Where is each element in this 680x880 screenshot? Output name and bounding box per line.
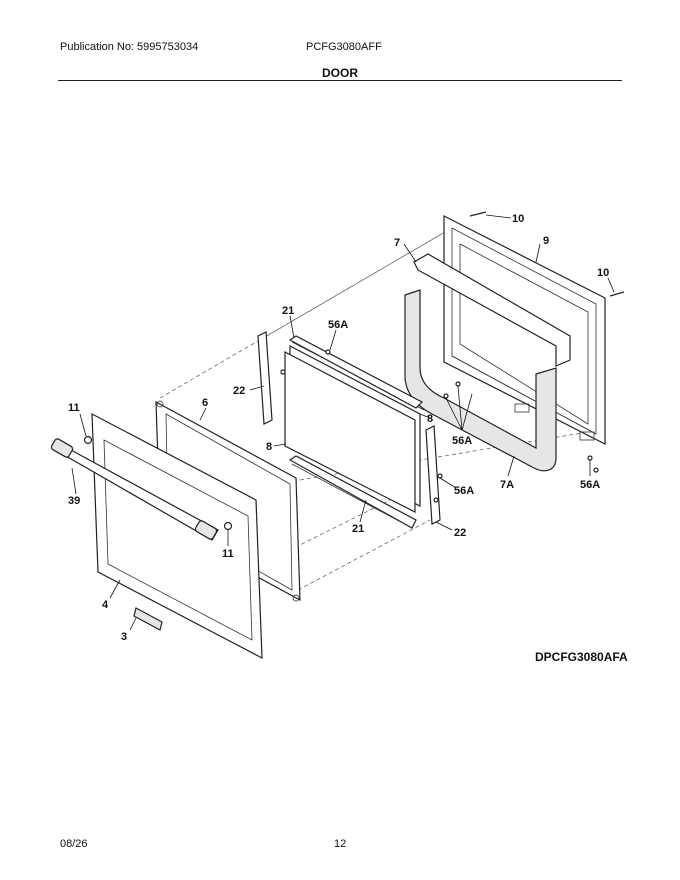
diagram-code: DPCFG3080AFA [535,650,628,664]
callout-21: 21 [282,305,294,317]
callout-4: 4 [102,599,109,611]
callout-labels: 10 9 7 10 21 56A 22 8 8 56A 11 6 7A 56A … [68,213,609,643]
page-number: 12 [334,838,347,850]
callout-7: 7 [394,237,400,249]
callout-3: 3 [121,631,127,643]
nameplate [133,607,163,631]
callout-11: 11 [68,402,80,414]
callout-11: 11 [222,548,234,560]
bottom-channel [288,455,417,529]
publication-number: Publication No: 5995753034 [60,41,199,53]
callout-22: 22 [454,527,466,539]
callout-leaders [71,214,615,631]
callout-8: 8 [427,413,433,425]
callout-56a: 56A [328,319,348,331]
callout-56a: 56A [454,485,474,497]
header-rule [58,80,622,81]
top-trim [413,253,571,367]
callout-56a: 56A [452,435,472,447]
model-number: PCFG3080AFF [306,41,382,53]
side-bracket-left [257,331,273,425]
section-title: DOOR [322,66,358,80]
inner-door-liner [443,215,606,445]
callout-8: 8 [266,441,272,453]
callout-6: 6 [202,397,208,409]
door-handle [50,435,233,541]
outer-door-panel [91,412,263,660]
callout-56a: 56A [580,479,600,491]
callout-10: 10 [597,267,609,279]
callout-10: 10 [512,213,524,225]
callout-9: 9 [543,235,549,247]
callout-39: 39 [68,495,80,507]
callout-22: 22 [233,385,245,397]
footer-date: 08/26 [60,838,88,850]
callout-21: 21 [352,523,364,535]
callout-7a: 7A [500,479,514,491]
